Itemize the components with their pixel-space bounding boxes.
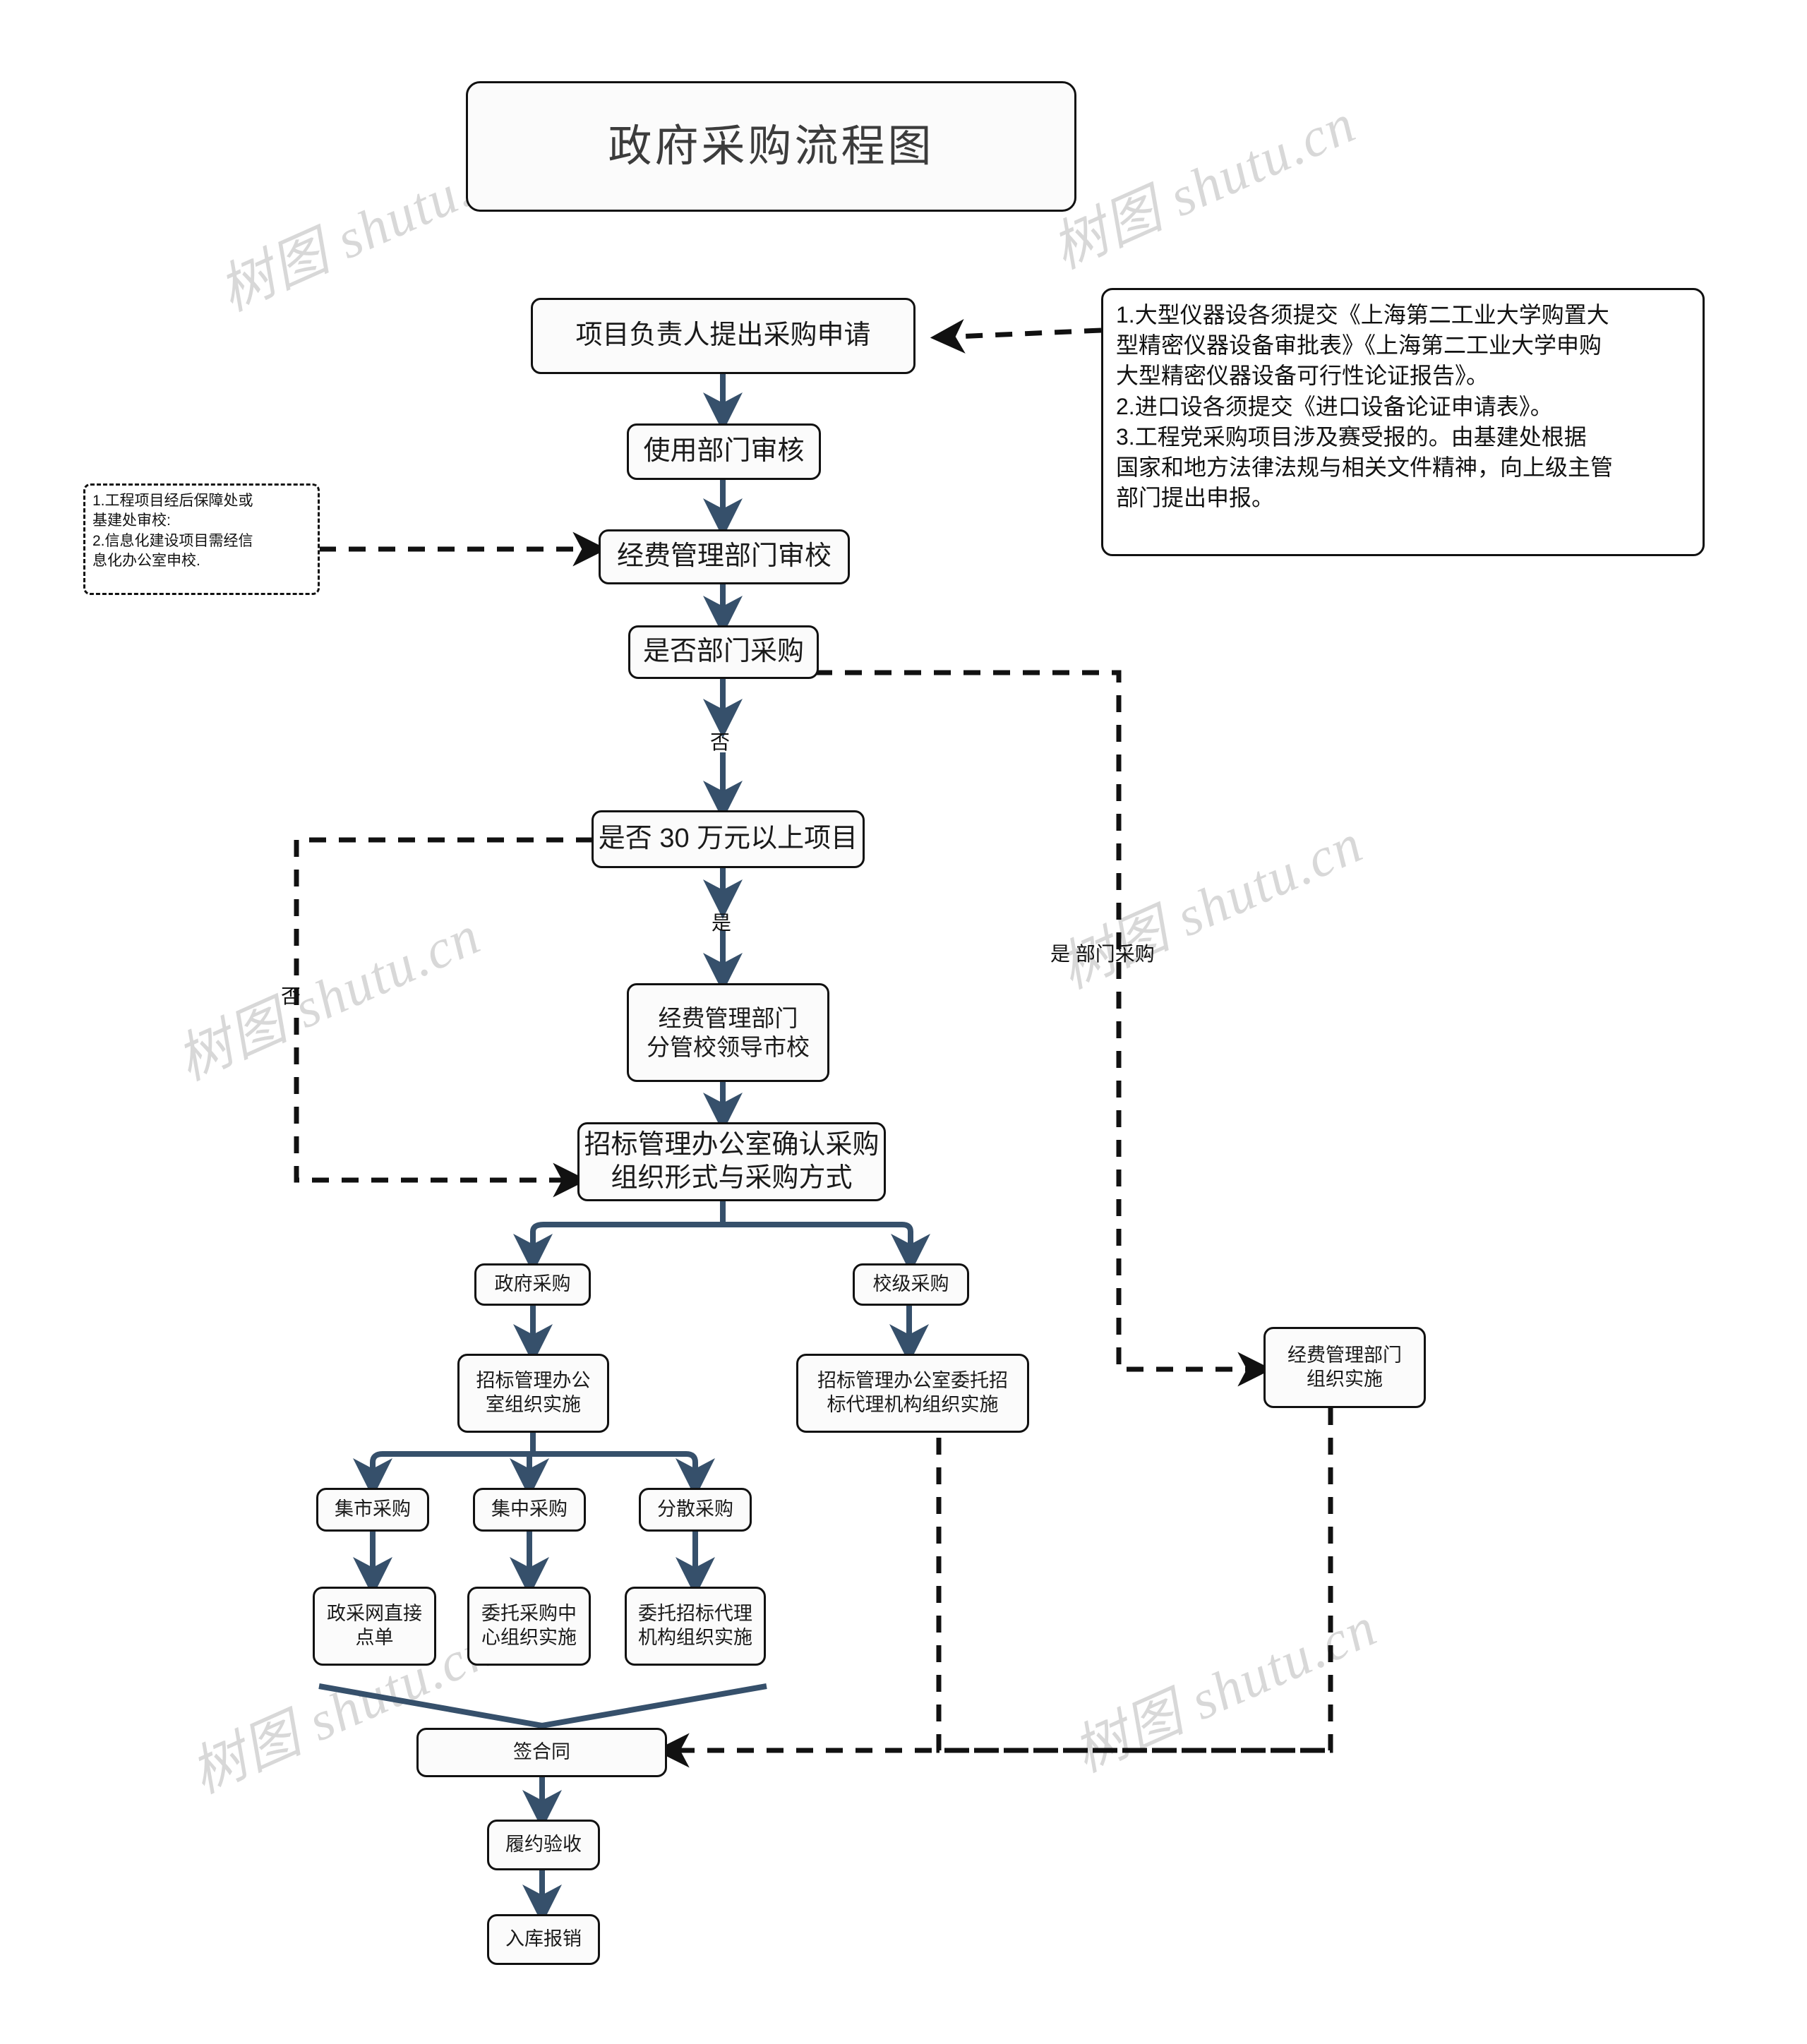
node-school-level-purchase[interactable]: 校级采购 — [853, 1263, 969, 1306]
node-gov-net-direct-order[interactable]: 政采网直接 点单 — [313, 1587, 436, 1666]
node-is-over-300k[interactable]: 是否 30 万元以上项目 — [592, 810, 865, 868]
page-title: 政府采购流程图 — [466, 81, 1076, 212]
node-government-purchase[interactable]: 政府采购 — [474, 1263, 591, 1306]
node-sign-contract[interactable]: 签合同 — [416, 1728, 667, 1777]
watermark: 树图 shutu.cn — [167, 903, 490, 1092]
node-performance-acceptance[interactable]: 履约验收 — [487, 1820, 600, 1870]
note-left: 1.工程项目经后保障处或 基建处审校: 2.信息化建设项目需经信 息化办公室申校… — [83, 483, 320, 595]
node-entrust-purchase-center[interactable]: 委托采购中 心组织实施 — [467, 1587, 591, 1666]
node-market-purchase[interactable]: 集市采购 — [316, 1488, 429, 1532]
node-funding-dept-leader-approval[interactable]: 经费管理部门 分管校领导市校 — [627, 983, 829, 1082]
node-is-department-purchase[interactable]: 是否部门采购 — [628, 625, 819, 679]
watermark: 树图 shutu.cn — [1050, 812, 1372, 1000]
node-funding-dept-organize[interactable]: 经费管理部门 组织实施 — [1263, 1327, 1426, 1408]
watermark: 树图 shutu.cn — [1064, 1595, 1386, 1784]
edge-label-yes-over-300k: 是 — [712, 912, 732, 934]
node-purchase-application[interactable]: 项目负责人提出采购申请 — [531, 298, 915, 374]
node-entrust-bidding-agency[interactable]: 委托招标代理 机构组织实施 — [625, 1587, 766, 1666]
edge-label-yes-department-purchase: 是 部门采购 — [1050, 943, 1155, 965]
watermark: 树图 shutu.cn — [1043, 92, 1365, 280]
node-department-review[interactable]: 使用部门审核 — [627, 423, 821, 480]
node-bid-office-confirm-method[interactable]: 招标管理办公室确认采购 组织形式与采购方式 — [577, 1122, 886, 1201]
edge-label-no-dept-purchase: 否 — [710, 731, 731, 753]
node-centralized-purchase[interactable]: 集中采购 — [473, 1488, 586, 1532]
node-warehouse-reimbursement[interactable]: 入库报销 — [487, 1914, 600, 1965]
node-funding-department-review[interactable]: 经费管理部门审校 — [599, 529, 850, 584]
edge-label-no-over-300k: 否 — [281, 985, 301, 1007]
node-bid-office-organize[interactable]: 招标管理办公 室组织实施 — [457, 1354, 609, 1433]
node-decentralized-purchase[interactable]: 分散采购 — [639, 1488, 752, 1532]
node-bid-office-entrust-agency[interactable]: 招标管理办公室委托招 标代理机构组织实施 — [796, 1354, 1029, 1433]
note-right: 1.大型仪器设各须提交《上海第二工业大学购置大 型精密仪器设备审批表》《上海第二… — [1101, 288, 1705, 556]
